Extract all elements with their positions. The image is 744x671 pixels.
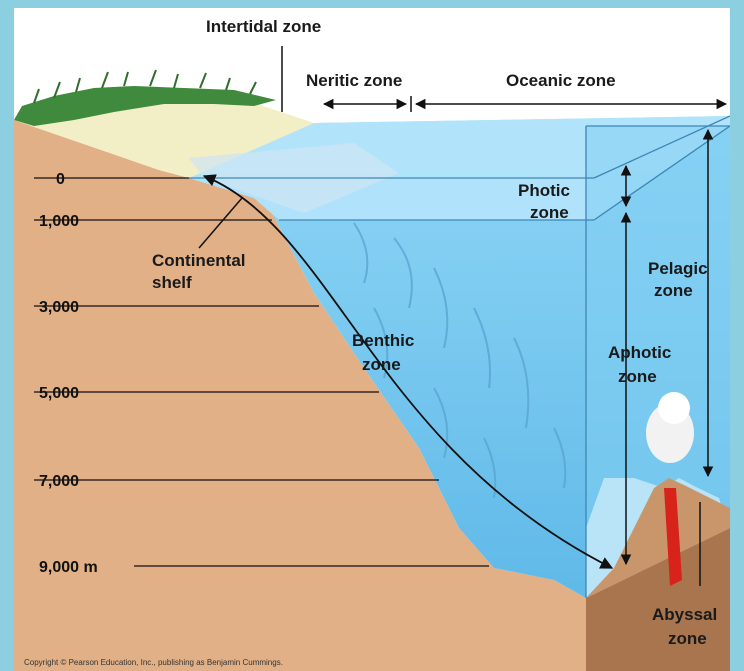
label-abyssal-zone-2: zone [668, 629, 707, 648]
vent-smoke-plume-top [658, 392, 690, 424]
label-aphotic-zone-1: Aphotic [608, 343, 671, 362]
label-benthic-zone-1: Benthic [352, 331, 414, 350]
label-photic-zone-1: Photic [518, 181, 570, 200]
depth-tick-0: 0 [56, 171, 65, 188]
label-benthic-zone-2: zone [362, 355, 401, 374]
label-abyssal-zone-1: Abyssal [652, 605, 717, 624]
label-neritic-zone: Neritic zone [306, 71, 402, 90]
label-continental-shelf-2: shelf [152, 273, 192, 292]
depth-tick-5000: 5,000 [39, 385, 79, 402]
label-pelagic-zone-2: zone [654, 281, 693, 300]
label-aphotic-zone-2: zone [618, 367, 657, 386]
label-continental-shelf-1: Continental [152, 251, 246, 270]
depth-tick-1000: 1,000 [39, 213, 79, 230]
depth-tick-7000: 7,000 [39, 473, 79, 490]
ocean-zones-illustration: 0 1,000 3,000 5,000 7,000 9,000 m Intert… [14, 8, 730, 671]
copyright-note: Copyright © Pearson Education, Inc., pub… [24, 658, 283, 667]
label-oceanic-zone: Oceanic zone [506, 71, 616, 90]
label-photic-zone-2: zone [530, 203, 569, 222]
ocean-zones-diagram: 0 1,000 3,000 5,000 7,000 9,000 m Intert… [14, 8, 730, 671]
label-intertidal-zone: Intertidal zone [206, 17, 321, 36]
depth-tick-9000: 9,000 m [39, 559, 98, 576]
label-pelagic-zone-1: Pelagic [648, 259, 708, 278]
depth-tick-3000: 3,000 [39, 299, 79, 316]
